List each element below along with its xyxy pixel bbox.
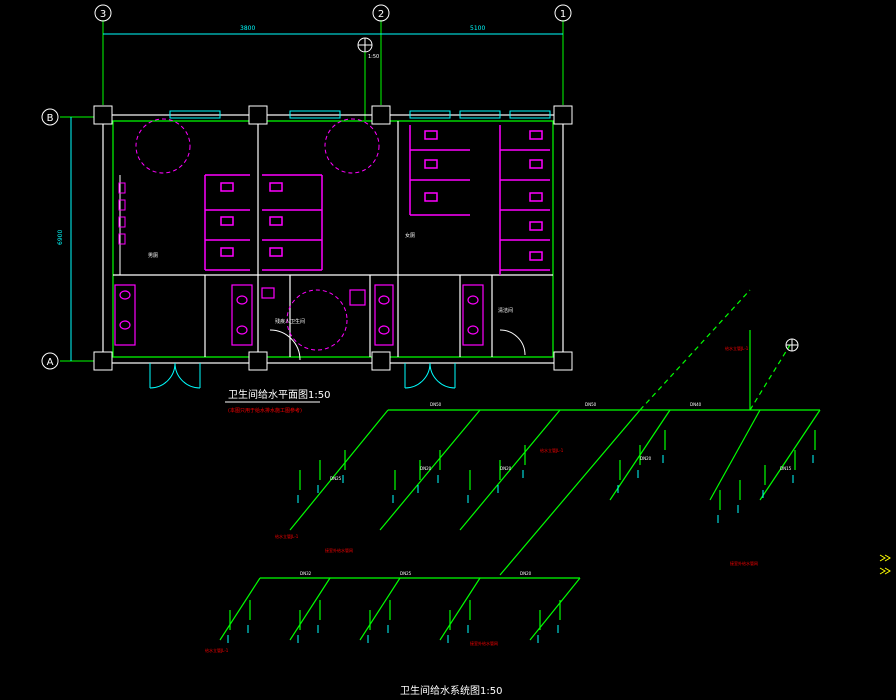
system-annotations: 给水立管JL-1 接室外给水管网 给水立管JL-1 接室外给水管网 给水立管JL… xyxy=(205,345,758,653)
svg-text:2: 2 xyxy=(378,9,384,20)
svg-text:给水立管JL-1: 给水立管JL-1 xyxy=(540,447,564,453)
svg-text:DN20: DN20 xyxy=(520,571,532,576)
pipe-size-labels: DN50 DN50 DN40 DN25 DN20 DN20 DN20 DN15 … xyxy=(300,402,792,576)
svg-text:DN20: DN20 xyxy=(640,456,652,461)
svg-text:DN40: DN40 xyxy=(690,402,702,407)
svg-text:A: A xyxy=(47,357,54,368)
women-stalls xyxy=(409,125,550,275)
svg-text:B: B xyxy=(47,113,54,124)
grid-lines xyxy=(60,20,564,362)
grid-axis-b: B xyxy=(41,108,59,126)
svg-text:DN25: DN25 xyxy=(400,571,412,576)
system-title: 卫生间给水系统图1:50 xyxy=(400,684,502,697)
pipe-system xyxy=(219,289,821,641)
svg-text:DN25: DN25 xyxy=(330,476,342,481)
grid-axis-1: 1 xyxy=(554,4,572,22)
riser-symbol-top: 1:50 xyxy=(357,37,379,120)
room-label-accessible: 残疾人卫生间 xyxy=(275,318,305,325)
lower-fixtures xyxy=(114,284,484,346)
doors xyxy=(149,329,526,389)
svg-text:接室外给水管网: 接室外给水管网 xyxy=(470,640,498,646)
dimension-height: 6900 xyxy=(57,230,64,245)
plan-subtitle: (本图只用于给水排水施工图参考) xyxy=(228,407,302,414)
turning-circles xyxy=(135,118,380,351)
room-label-men: 男厕 xyxy=(148,253,158,259)
room-label-janitor: 清洁间 xyxy=(498,307,513,314)
svg-text:DN50: DN50 xyxy=(430,402,442,407)
grid-axis-2: 2 xyxy=(372,4,390,22)
svg-text:DN15: DN15 xyxy=(780,466,792,471)
room-label-women: 女厕 xyxy=(405,232,415,239)
svg-text:接室外给水管网: 接室外给水管网 xyxy=(325,547,353,553)
svg-text:DN32: DN32 xyxy=(300,571,312,576)
plan-walls xyxy=(102,114,564,364)
svg-text:DN20: DN20 xyxy=(420,466,432,471)
middle-stalls xyxy=(262,174,323,271)
svg-text:DN20: DN20 xyxy=(500,466,512,471)
riser-symbol-right xyxy=(785,338,799,352)
svg-text:1: 1 xyxy=(560,9,566,20)
svg-text:接室外给水管网: 接室外给水管网 xyxy=(730,560,758,566)
svg-text:1:50: 1:50 xyxy=(368,54,379,60)
men-stalls xyxy=(119,174,250,275)
grid-axis-a: A xyxy=(41,352,59,370)
svg-text:给水立管JL-1: 给水立管JL-1 xyxy=(205,647,229,653)
fixture-ends xyxy=(227,455,814,643)
svg-text:3: 3 xyxy=(100,9,106,20)
svg-text:给水立管JL-1: 给水立管JL-1 xyxy=(275,533,299,539)
urinals-left xyxy=(118,182,126,245)
svg-text:DN50: DN50 xyxy=(585,402,597,407)
plan-title: 卫生间给水平面图1:50 xyxy=(228,388,330,401)
columns xyxy=(93,105,573,371)
dimension-span-left: 3800 xyxy=(240,25,255,32)
svg-text:给水立管JL-1: 给水立管JL-1 xyxy=(725,345,749,351)
dimension-span-right: 5100 xyxy=(470,25,485,32)
grid-axis-3: 3 xyxy=(94,4,112,22)
windows-top xyxy=(169,110,551,119)
edge-markers xyxy=(879,554,891,575)
